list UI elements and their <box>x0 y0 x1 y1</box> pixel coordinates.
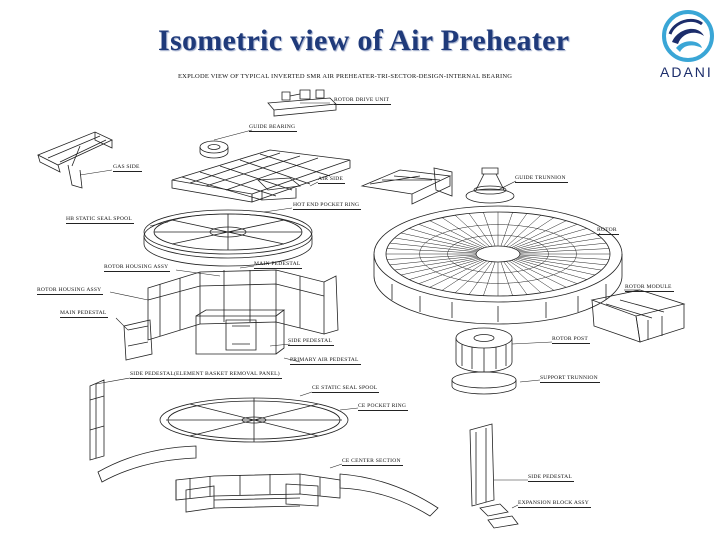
side-pedestal-part <box>196 310 284 354</box>
rotor-post-part <box>456 328 512 372</box>
rotor-spoke <box>509 261 554 291</box>
label-guide-bearing: GUIDE BEARING <box>249 124 298 132</box>
label-hb-static-seal-spool: HB STATIC SEAL SPOOL <box>66 216 134 224</box>
label-rotor-housing-assy-1: ROTOR HOUSING ASSY <box>104 264 171 272</box>
adani-logo-icon <box>662 10 714 62</box>
rotor-spoke <box>520 249 609 254</box>
rotor-spoke <box>516 259 587 280</box>
label-air-side: AIR SIDE <box>318 176 346 184</box>
rotor-spoke <box>517 233 595 250</box>
ce-pocket-ring-part <box>160 398 348 442</box>
rotor-spoke <box>401 233 479 250</box>
label-side-pedestal-1: SIDE PEDESTAL <box>288 338 334 346</box>
rotor-spoke <box>387 249 476 254</box>
leader-lines <box>80 103 640 508</box>
rotor-spoke <box>504 262 527 295</box>
rotor-module-part <box>592 290 684 342</box>
label-ce-static-seal-spool: CE STATIC SEAL SPOOL <box>312 385 380 393</box>
rotor-spoke <box>483 262 495 296</box>
rotor-spoke <box>419 260 483 284</box>
rotor-part <box>374 206 622 324</box>
rotor-ring <box>448 235 549 273</box>
label-main-pedestal-2: MAIN PEDESTAL <box>60 310 109 318</box>
rotor-spoke <box>401 258 479 275</box>
rotor-spoke <box>430 221 485 248</box>
rotor-spoke <box>395 238 478 251</box>
basket-removal-panel-part <box>90 380 104 460</box>
label-side-pedestal-panel: SIDE PEDESTAL(ELEMENT BASKET REMOVAL PAN… <box>130 371 282 379</box>
rotor-spoke <box>409 228 480 249</box>
rotor-spoke <box>520 255 609 260</box>
rotor-spoke <box>519 243 606 252</box>
rotor-spoke <box>469 262 492 295</box>
rotor-spoke <box>409 259 480 280</box>
label-ce-pocket-ring: CE POCKET RING <box>358 403 409 411</box>
label-primary-air-pedestal: PRIMARY AIR PEDESTAL <box>290 357 361 365</box>
rotor-spoke <box>390 243 477 252</box>
air-side-hood-part <box>362 168 452 204</box>
rotor-spoke <box>395 257 478 270</box>
expansion-block-part <box>488 516 518 528</box>
rotor-spoke <box>516 228 587 249</box>
side-pedestal-right-part <box>470 424 508 516</box>
label-main-pedestal-1: MAIN PEDESTAL <box>254 261 303 269</box>
hot-end-pocket-ring-part <box>144 210 312 266</box>
label-guide-trunnion: GUIDE TRUNNION <box>515 175 568 183</box>
label-rotor-module: ROTOR MODULE <box>625 284 674 292</box>
label-rotor-housing-assy-2: ROTOR HOUSING ASSY <box>37 287 104 295</box>
gas-side-part <box>38 132 112 188</box>
drawing-caption: EXPLODE VIEW OF TYPICAL INVERTED SMR AIR… <box>178 73 513 80</box>
rotor-spoke <box>511 260 566 287</box>
rotor-spoke <box>504 213 527 246</box>
rotor-spoke <box>483 212 495 246</box>
rotor-spoke <box>506 261 541 292</box>
guide-bearing-part <box>200 141 228 158</box>
guide-trunnion-part <box>466 168 514 203</box>
rotor-spoke <box>514 260 578 284</box>
ce-center-section-part <box>98 446 438 516</box>
rotor-spoke <box>390 256 477 265</box>
label-rotor: ROTOR <box>597 227 619 235</box>
label-expansion-block-assy: EXPANSION BLOCK ASSY <box>518 500 591 508</box>
air-side-part <box>172 150 350 202</box>
label-rotor-post: ROTOR POST <box>552 336 590 344</box>
support-trunnion-part <box>452 372 516 394</box>
rotor-housing-assy-part <box>148 270 338 340</box>
rotor-spoke <box>501 212 513 246</box>
rotor-spoke <box>519 256 606 265</box>
label-ce-center-section: CE CENTER SECTION <box>342 458 403 466</box>
rotor-spoke <box>517 258 595 275</box>
rotor-spoke <box>501 262 513 296</box>
label-side-pedestal-2: SIDE PEDESTAL <box>528 474 574 482</box>
rotor-spoke <box>518 257 601 270</box>
rotor-spoke <box>518 238 601 251</box>
rotor-spoke <box>430 260 485 287</box>
rotor-spoke <box>442 218 487 248</box>
label-gas-side: GAS SIDE <box>113 164 142 172</box>
rotor-spoke <box>387 255 476 260</box>
rotor-spoke <box>506 215 541 246</box>
rotor-spoke <box>511 221 566 248</box>
rotor-spoke <box>455 261 490 292</box>
rotor-spoke <box>514 224 578 248</box>
rotor-spoke <box>469 213 492 246</box>
main-pedestal-part <box>124 320 152 360</box>
rotor-spoke <box>419 224 483 248</box>
label-hot-end-pocket-ring: HOT END POCKET RING <box>293 202 362 210</box>
logo-text: ADANI <box>660 64 713 80</box>
rotor-ring <box>420 225 577 284</box>
rotor-spoke <box>442 261 487 291</box>
slide-title: Isometric view of Air Preheater <box>158 24 570 57</box>
rotor-spoke <box>509 218 554 248</box>
label-rotor-drive-unit: ROTOR DRIVE UNIT <box>334 97 392 105</box>
label-support-trunnion: SUPPORT TRUNNION <box>540 375 600 383</box>
rotor-spoke <box>455 215 490 246</box>
